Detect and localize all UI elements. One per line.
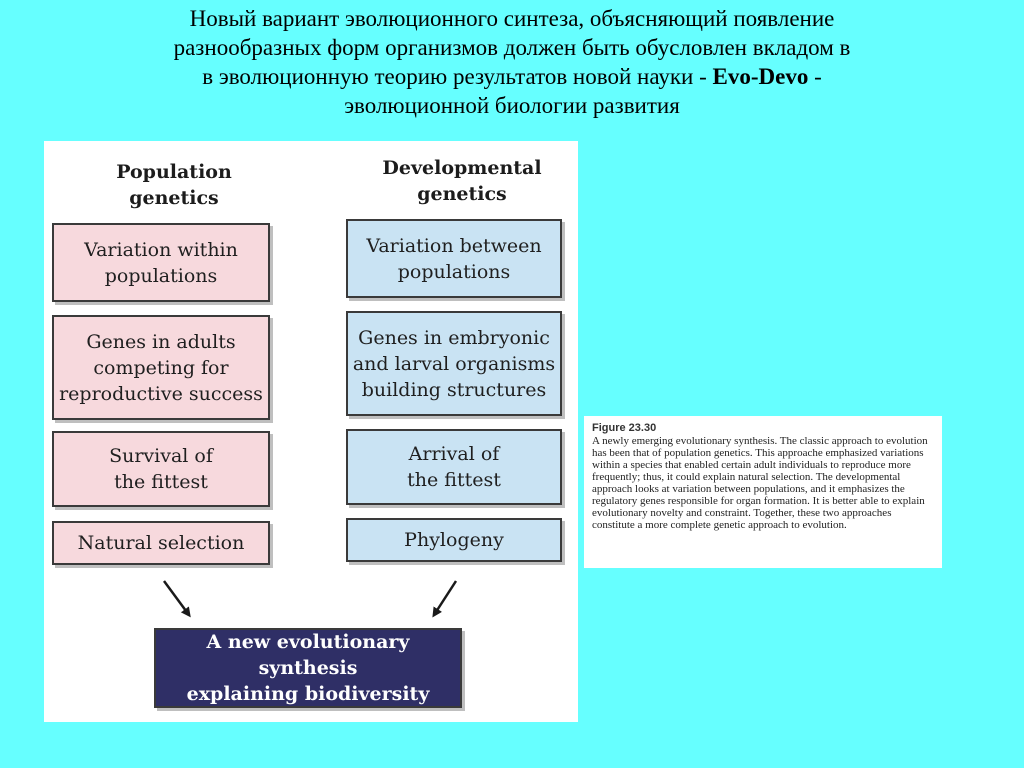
arrows [162, 580, 458, 618]
box-natural-selection: Natural selection [52, 521, 270, 565]
title-dash: - [808, 64, 822, 89]
box-variation-between: Variation between populations [346, 219, 562, 298]
box-genes-in-adults: Genes in adults competing for reproducti… [52, 315, 270, 420]
figure-caption: Figure 23.30 A newly emerging evolutiona… [584, 416, 942, 568]
box-phylogeny: Phylogeny [346, 518, 562, 562]
figure-label: Figure 23.30 [592, 422, 657, 434]
title-line-4: эволюционной биологии развития [344, 93, 680, 118]
title-line-3: в эволюционную теорию результатов новой … [40, 62, 984, 91]
box-new-synthesis: A new evolutionary synthesis explaining … [154, 628, 462, 708]
box-arrival-of-fittest: Arrival of the fittest [346, 429, 562, 505]
figure-caption-text: A newly emerging evolutionary synthesis.… [592, 435, 928, 531]
box-variation-within: Variation within populations [52, 223, 270, 302]
slide-title: Новый вариант эволюционного синтеза, объ… [40, 4, 984, 120]
title-evo-devo: Evo-Devo [712, 64, 809, 89]
heading-population-genetics: Population genetics [116, 161, 232, 209]
box-genes-in-embryonic: Genes in embryonic and larval organisms … [346, 311, 562, 416]
title-line-3-text: в эволюционную теорию результатов новой … [202, 64, 713, 89]
diagram-panel: Population genetics Developmental geneti… [44, 141, 578, 722]
arrow-left [162, 580, 191, 618]
heading-developmental-genetics: Developmental genetics [382, 157, 542, 205]
title-line-2: разнообразных форм организмов должен быт… [173, 35, 851, 60]
box-survival-of-fittest: Survival of the fittest [52, 431, 270, 507]
arrow-right [432, 580, 458, 618]
title-line-1: Новый вариант эволюционного синтеза, объ… [189, 6, 835, 31]
